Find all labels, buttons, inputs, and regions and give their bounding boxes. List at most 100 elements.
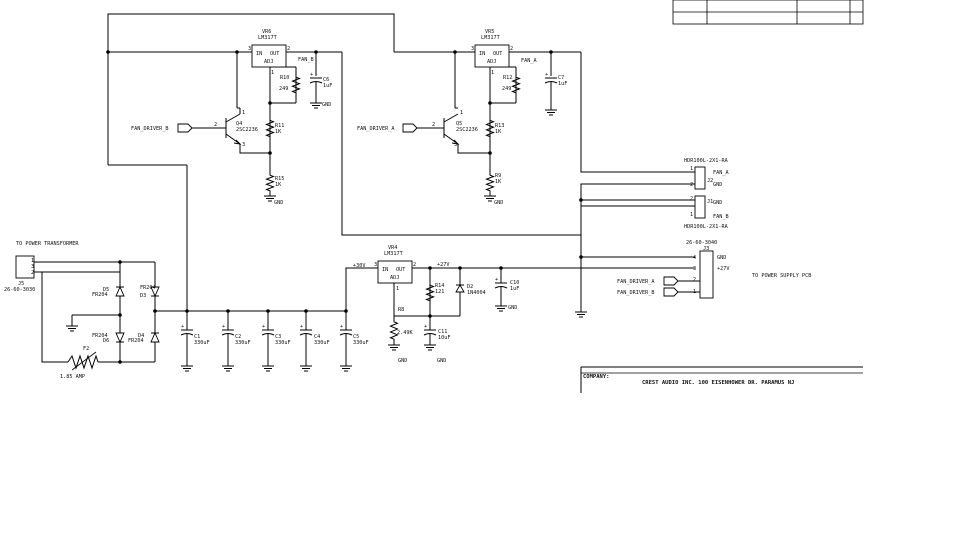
capacitor-c6-plate-neg (309, 81, 323, 84)
svg-text:249: 249 (502, 86, 511, 92)
resistor-r12-body (511, 72, 521, 98)
svg-text:330uF: 330uF (314, 340, 330, 346)
svg-text:1K: 1K (495, 129, 502, 135)
svg-text:C5: C5 (353, 334, 359, 340)
svg-text:1uF: 1uF (510, 286, 519, 292)
capacitor-c4-polarity: + (300, 324, 303, 330)
capacitor-c3-polarity: + (262, 324, 265, 330)
svg-text:J3: J3 (703, 246, 709, 252)
ground-symbol (310, 102, 322, 109)
svg-text:+27V: +27V (717, 266, 730, 272)
svg-text:C11: C11 (438, 329, 447, 335)
svg-text:1: 1 (271, 70, 274, 76)
svg-text:1: 1 (31, 258, 34, 264)
capacitor-c7-polarity: + (545, 72, 548, 78)
svg-text:2: 2 (510, 46, 513, 52)
capacitor-c2-plate-neg (221, 333, 235, 336)
svg-text:R9: R9 (495, 173, 501, 179)
svg-text:C2: C2 (235, 334, 241, 340)
svg-text:FR204: FR204 (128, 338, 144, 344)
svg-text:C1: C1 (194, 334, 200, 340)
diode-d4: D4 FR204 (128, 331, 160, 344)
svg-text:GND: GND (508, 305, 517, 311)
resistor-r11 (265, 115, 275, 142)
svg-text:IN: IN (479, 51, 485, 57)
capacitor-c10-polarity: + (495, 277, 498, 283)
company-name: CREST AUDIO INC. 100 EISENHOWER DR. PARA… (642, 380, 794, 386)
svg-text:D5: D5 (103, 287, 109, 293)
capacitor-c7-plate-neg (544, 81, 558, 84)
resistor-r14-body (425, 280, 435, 306)
svg-text:FAN_A: FAN_A (713, 170, 729, 176)
connector-j5: TO POWER TRANSFORMER 1 3 2 J5 26-60-3030 (4, 241, 79, 293)
svg-text:D2: D2 (467, 284, 473, 290)
connector-j3: 26-60-3040 J3 TO POWER SUPPLY PCB 4 GND … (617, 240, 811, 299)
capacitor-c4: + (299, 311, 313, 366)
svg-text:IN: IN (382, 267, 388, 273)
svg-text:OUT: OUT (396, 267, 405, 273)
svg-text:FAN_DRIVER_A: FAN_DRIVER_A (357, 126, 395, 132)
svg-text:330uF: 330uF (275, 340, 291, 346)
svg-text:3: 3 (693, 266, 696, 272)
svg-text:F2: F2 (83, 346, 89, 352)
svg-text:2: 2 (690, 196, 693, 202)
svg-text:+30V: +30V (353, 263, 366, 269)
resistor-r15-body (265, 170, 275, 196)
svg-text:1: 1 (396, 286, 399, 292)
svg-text:1: 1 (491, 70, 494, 76)
svg-text:VR4: VR4 (388, 245, 397, 251)
ground-symbol (575, 311, 587, 318)
svg-text:HDR100L-2X1-RA: HDR100L-2X1-RA (684, 158, 729, 164)
capacitor-c5-plate-neg (339, 333, 353, 336)
svg-text:FAN_DRIVER_A: FAN_DRIVER_A (617, 279, 655, 285)
resistors (265, 72, 552, 345)
svg-text:2: 2 (214, 122, 217, 128)
svg-text:FR204: FR204 (92, 333, 108, 339)
svg-text:2SC2236: 2SC2236 (456, 127, 478, 133)
ground-symbol (300, 365, 312, 372)
net-flag-fan-driver-b: FAN_DRIVER_B (131, 123, 212, 133)
capacitor-c7: + (544, 72, 558, 103)
ground-symbol (424, 344, 436, 351)
svg-text:1uF: 1uF (558, 81, 567, 87)
regulator-vr5: VR5 LM317T IN OUT ADJ 3 2 1 (471, 29, 513, 76)
svg-text:R8: R8 (398, 307, 404, 313)
svg-text:3: 3 (471, 46, 474, 52)
capacitor-c11-polarity: + (424, 324, 427, 330)
svg-text:330uF: 330uF (235, 340, 251, 346)
svg-text:2: 2 (432, 122, 435, 128)
svg-text:2: 2 (31, 270, 34, 276)
svg-text:FAN_B: FAN_B (298, 57, 314, 63)
diode-d3: FR204 D3 (140, 285, 160, 299)
svg-text:1: 1 (690, 166, 693, 172)
resistor-r9 (485, 170, 495, 196)
svg-text:FAN_DRIVER_B: FAN_DRIVER_B (617, 290, 654, 296)
resistor-r11-body (265, 115, 275, 142)
resistor-r15 (265, 170, 275, 196)
capacitor-c10: + (494, 268, 508, 306)
resistor-r8 (389, 316, 399, 345)
wires (34, 13, 695, 363)
svg-text:ADJ: ADJ (487, 59, 496, 65)
svg-text:ADJ: ADJ (264, 59, 273, 65)
regulator-vr6: VR6 LM317T IN OUT ADJ 3 2 1 (248, 29, 290, 76)
capacitor-c3: + (261, 311, 275, 366)
svg-text:FAN_DRIVER_B: FAN_DRIVER_B (131, 126, 168, 132)
svg-text:330uF: 330uF (353, 340, 369, 346)
capacitor-c6-polarity: + (310, 72, 313, 78)
svg-text:330uF: 330uF (194, 340, 210, 346)
svg-text:D6: D6 (103, 338, 109, 344)
svg-text:249: 249 (279, 86, 288, 92)
svg-text:C10: C10 (510, 280, 519, 286)
svg-text:2SC2236: 2SC2236 (236, 127, 258, 133)
svg-text:R10: R10 (280, 75, 289, 81)
ground-symbol (388, 344, 400, 351)
svg-text:GND: GND (713, 200, 722, 206)
resistor-r10 (291, 72, 301, 98)
svg-text:2: 2 (690, 182, 693, 188)
diode-d2: D2 1N4004 (455, 284, 486, 296)
svg-text:GND: GND (322, 102, 331, 108)
svg-text:1uF: 1uF (323, 83, 332, 89)
